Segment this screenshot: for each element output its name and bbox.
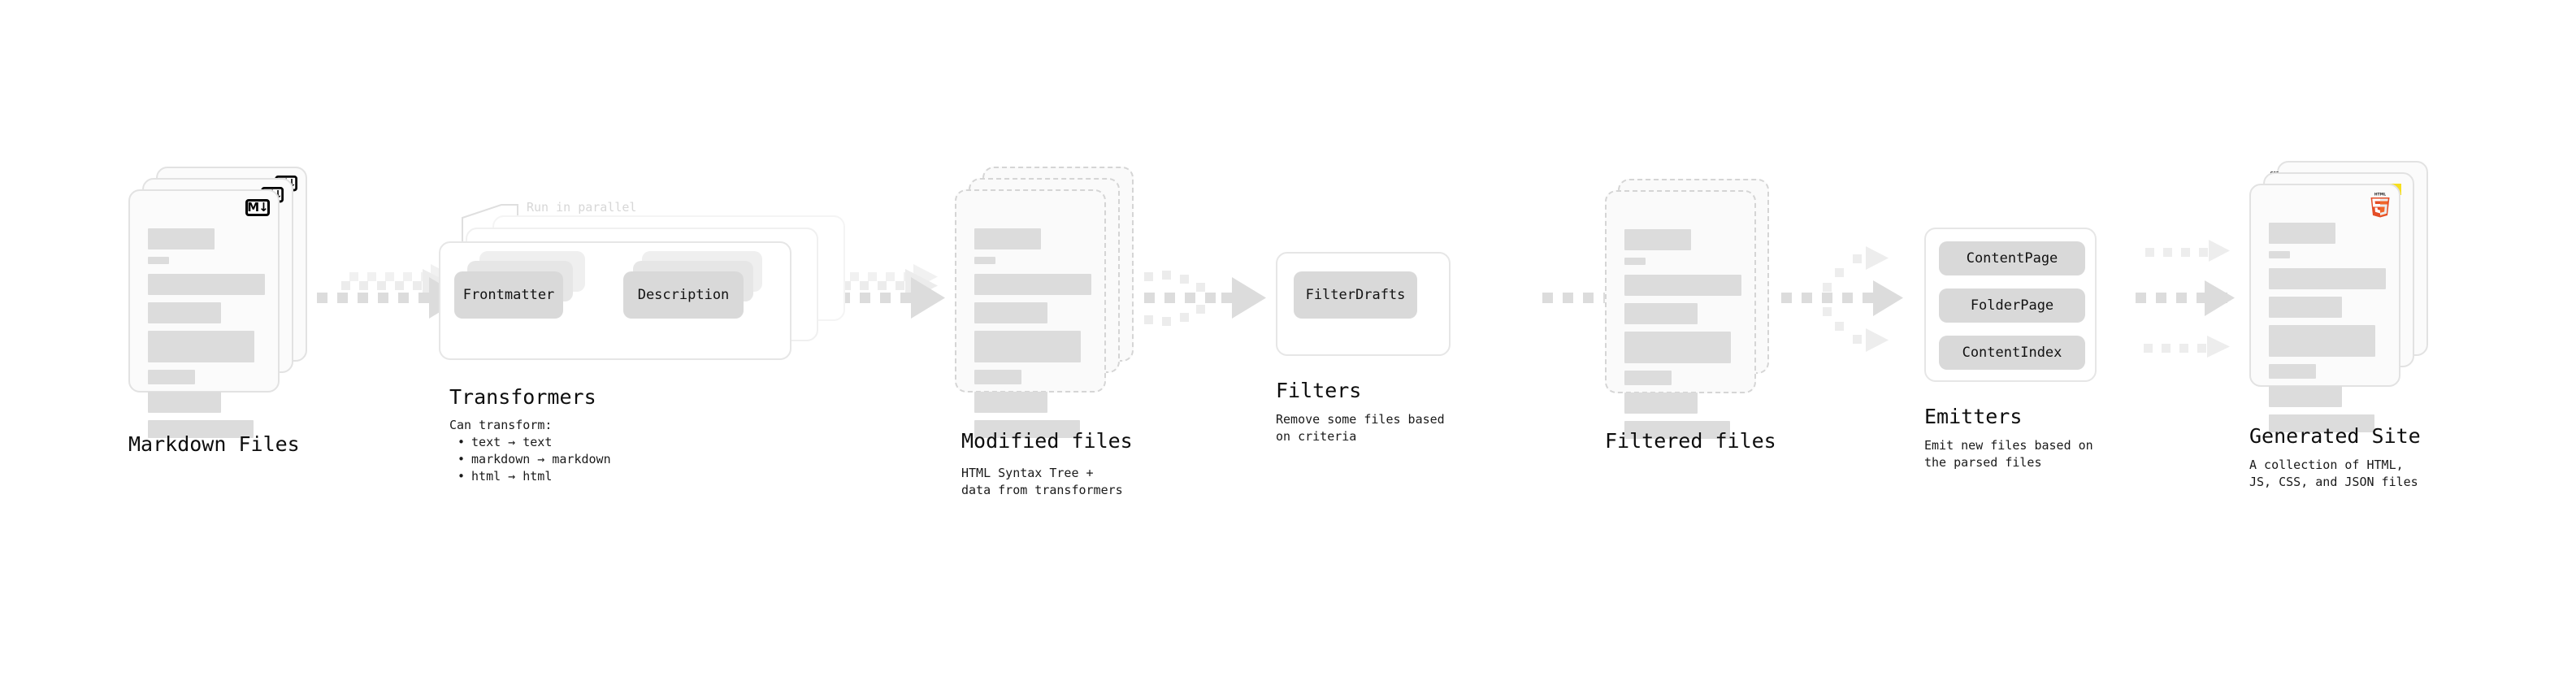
filter-chip-filterdrafts[interactable]: FilterDrafts: [1294, 271, 1417, 319]
content-line: [148, 392, 221, 413]
content-line: [148, 228, 215, 249]
content-line: [974, 420, 1080, 438]
content-line: [148, 257, 169, 264]
transformer-chip-description[interactable]: Description: [623, 271, 744, 319]
transformers-subtitle: Can transform: text → text markdown → ma…: [449, 417, 611, 485]
content-line: [148, 370, 195, 384]
content-line: [2269, 251, 2290, 258]
emitter-chip-folderpage[interactable]: FolderPage: [1939, 288, 2085, 323]
html5-icon: HTML: [2370, 193, 2390, 218]
content-line: [1624, 275, 1741, 296]
content-line: [1624, 421, 1730, 439]
content-line: [2269, 386, 2342, 407]
svg-text:HTML: HTML: [2374, 193, 2386, 197]
content-line: [148, 274, 265, 295]
stage-title-filtered-files: Filtered files: [1605, 429, 1776, 453]
filtered-files-stack: [1605, 179, 1784, 439]
content-line: [974, 228, 1041, 249]
card-content-lines: [148, 228, 265, 438]
stage-title-modified-files: Modified files: [961, 429, 1133, 453]
markdown-files-stack: M↓ M↓ M↓: [128, 167, 307, 438]
filters-subtitle: Remove some files based on criteria: [1276, 412, 1445, 444]
filtered-file-card-front[interactable]: [1605, 190, 1756, 439]
content-line: [974, 274, 1091, 295]
transformer-chip-frontmatter[interactable]: Frontmatter: [454, 271, 563, 319]
content-line: [2269, 414, 2374, 432]
run-in-parallel-label: Run in parallel: [527, 200, 637, 215]
content-line: [148, 302, 221, 323]
stage-title-filters: Filters: [1276, 379, 1362, 402]
card-content-lines: [974, 228, 1091, 438]
stage-title-emitters: Emitters: [1924, 405, 2023, 428]
generated-site-subtitle: A collection of HTML, JS, CSS, and JSON …: [2249, 458, 2418, 489]
content-line: [2269, 364, 2316, 379]
emitter-chip-contentpage[interactable]: ContentPage: [1939, 241, 2085, 275]
content-line: [1624, 258, 1646, 265]
transformers-capability-item: markdown → markdown: [458, 451, 611, 468]
content-line: [974, 392, 1047, 413]
card-content-lines: [2269, 223, 2386, 432]
arrow-filtered-to-emitters: [1781, 246, 1903, 352]
transformers-box[interactable]: Frontmatter Description: [439, 241, 791, 360]
stage-title-transformers: Transformers: [449, 385, 596, 409]
transformers-capability-item: text → text: [458, 434, 611, 451]
content-line: [2269, 325, 2375, 357]
transformers-capability-item: html → html: [458, 468, 611, 485]
stage-title-generated-site: Generated Site: [2249, 424, 2421, 448]
content-line: [2269, 297, 2342, 318]
modified-files-stack: [955, 167, 1134, 438]
content-line: [974, 257, 995, 264]
content-line: [974, 370, 1021, 384]
stage-title-markdown-files: Markdown Files: [128, 432, 300, 456]
emitter-chip-contentindex[interactable]: ContentIndex: [1939, 336, 2085, 370]
modified-files-subtitle: HTML Syntax Tree + data from transformer…: [961, 466, 1123, 497]
emitters-subtitle: Emit new files based on the parsed files: [1924, 438, 2093, 470]
filters-box[interactable]: FilterDrafts: [1276, 252, 1451, 356]
content-line: [1624, 371, 1672, 385]
markdown-file-card-front[interactable]: M↓: [128, 189, 280, 438]
content-line: [974, 331, 1081, 362]
generated-file-card-front[interactable]: HTML: [2249, 184, 2400, 432]
transformers-group: Frontmatter Description: [439, 215, 845, 362]
content-line: [1624, 393, 1698, 414]
content-line: [974, 302, 1047, 323]
content-line: [1624, 303, 1698, 324]
modified-file-card-front[interactable]: [955, 189, 1106, 438]
content-line: [1624, 229, 1691, 250]
transformers-subtitle-lead: Can transform:: [449, 418, 553, 432]
content-line: [2269, 223, 2335, 244]
arrow-emitters-to-generated: [2136, 240, 2235, 358]
markdown-icon: M↓: [245, 199, 270, 216]
arrow-modified-to-filters: [1144, 271, 1266, 326]
transformers-capability-list: text → text markdown → markdown html → h…: [449, 434, 611, 485]
card-content-lines: [1624, 229, 1741, 439]
content-line: [2269, 268, 2386, 289]
content-line: [1624, 332, 1731, 363]
content-line: [148, 331, 254, 362]
content-line: [148, 420, 254, 438]
generated-site-stack: CSS HTML: [2249, 161, 2428, 432]
emitters-box[interactable]: ContentPage FolderPage ContentIndex: [1924, 228, 2097, 382]
